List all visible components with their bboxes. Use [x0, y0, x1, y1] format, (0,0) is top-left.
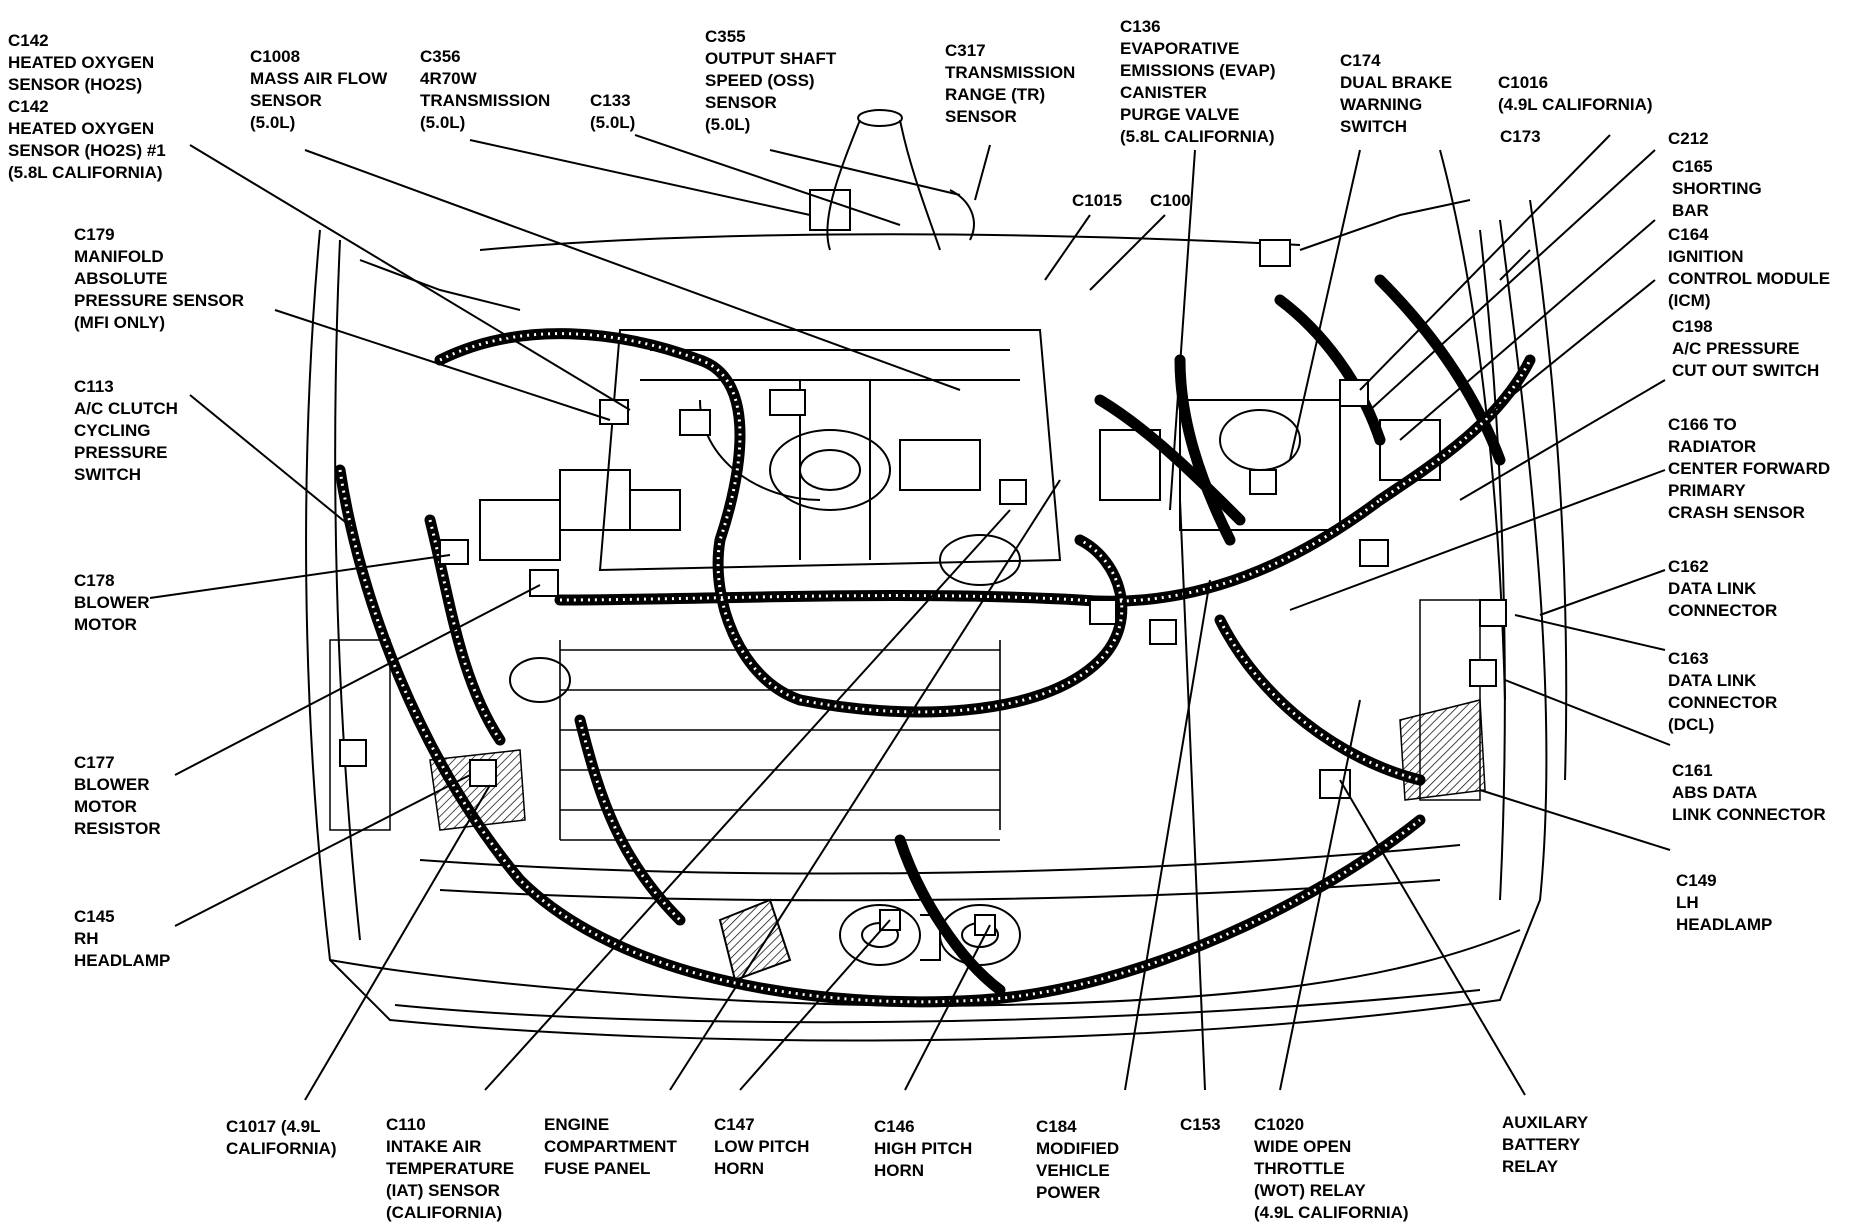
- leader-lines: [149, 134, 1671, 1101]
- engine-block: [479, 329, 1441, 703]
- wiring-harness-texture: [338, 332, 1532, 1004]
- radiator-panels: [329, 599, 1486, 831]
- grille: [559, 640, 1001, 841]
- label-c1016: C1016(4.9L CALIFORNIA): [1498, 73, 1653, 114]
- label-c133: C133(5.0L): [590, 91, 636, 132]
- label-c153: C153: [1180, 1115, 1221, 1134]
- label-c1015: C1015: [1072, 191, 1123, 210]
- connectors: [339, 239, 1507, 936]
- fuse-panel: [718, 898, 792, 982]
- label-c100: C100: [1150, 191, 1191, 210]
- label-c173: C173: [1500, 127, 1541, 146]
- label-c212: C212: [1668, 129, 1709, 148]
